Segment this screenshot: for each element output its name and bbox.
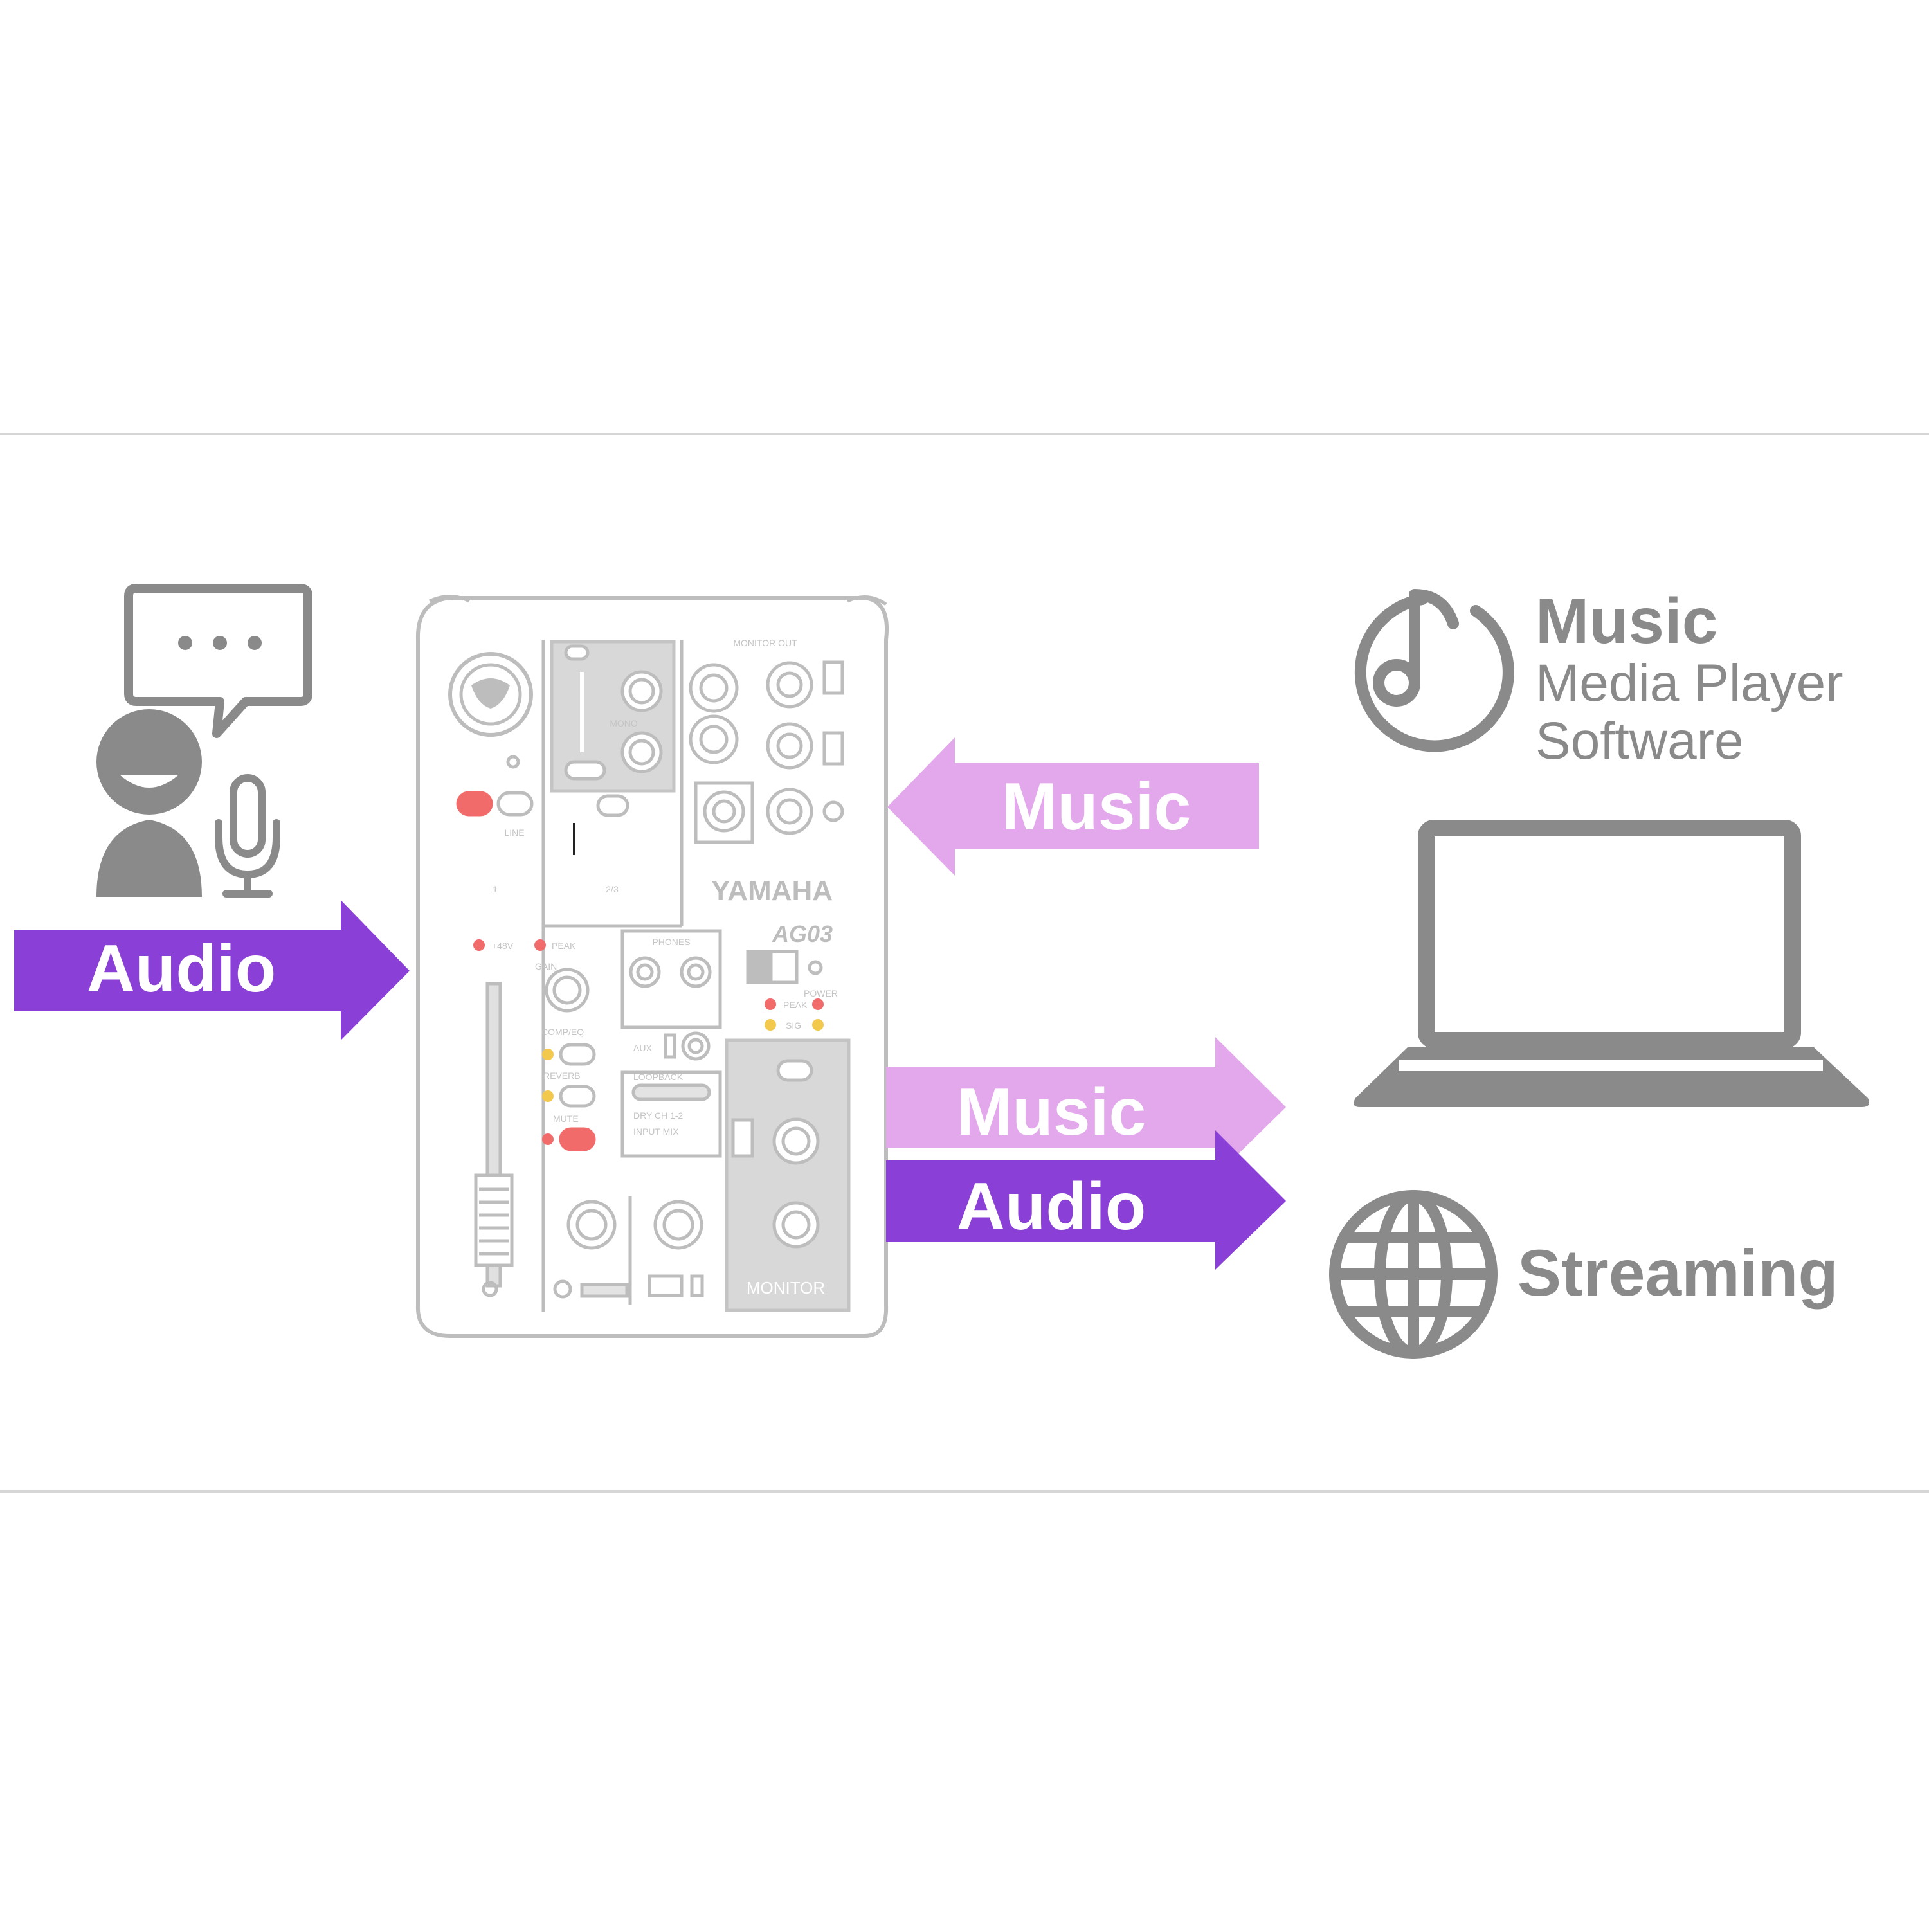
speech-bubble-icon — [124, 584, 312, 738]
power-label: POWER — [804, 988, 838, 998]
ag03-mixer-device: YAMAHA AG03 MONITOR OUT 1 2/3 LINE MONO … — [415, 595, 889, 1338]
music-out-arrow: Music — [886, 1037, 1286, 1177]
line-label: LINE — [504, 827, 524, 838]
monitor-gray-panel — [725, 1038, 851, 1312]
gain-knob — [545, 968, 590, 1013]
phantom-label: +48V — [492, 941, 514, 951]
mixer-brand: YAMAHA — [711, 875, 833, 907]
gain-label: GAIN — [535, 961, 557, 971]
usb-level-knob — [653, 1200, 703, 1250]
dry-ch12-label: DRY CH 1-2 — [633, 1110, 684, 1121]
music-out-label: Music — [957, 1075, 1146, 1150]
laptop-icon — [1354, 820, 1870, 1107]
phones-label: PHONES — [652, 937, 690, 947]
ch1-label: 1 — [493, 884, 498, 894]
monitor-knob-2 — [772, 1201, 820, 1249]
comp-eq-label: COMP/EQ — [541, 1027, 584, 1037]
input-audio-arrow: Audio — [14, 900, 410, 1040]
phones-jack — [703, 790, 745, 833]
streaming-label: Streaming — [1517, 1236, 1838, 1310]
mute-label: MUTE — [553, 1114, 579, 1124]
music-app-subtitle-line1: Media Player — [1535, 654, 1843, 712]
person-body — [96, 820, 202, 897]
microphone-icon — [215, 774, 280, 898]
peak-led — [534, 939, 546, 951]
ch23-level-knob — [566, 1200, 617, 1250]
loopback-label: LOOPBACK — [633, 1072, 684, 1082]
mixer-model: AG03 — [772, 921, 833, 947]
phantom-power-switch — [456, 791, 493, 817]
phantom-led — [473, 939, 485, 951]
music-in-arrow: Music — [887, 737, 1259, 876]
speaker-person-icon — [96, 584, 312, 898]
audio-out-label: Audio — [957, 1169, 1146, 1244]
music-note-icon — [1354, 589, 1514, 752]
monitor-label: MONITOR — [747, 1278, 825, 1297]
music-in-label: Music — [1002, 770, 1191, 844]
ch23-label: 2/3 — [606, 884, 619, 894]
aux-label: AUX — [633, 1043, 652, 1053]
monitor-out-jack-l — [689, 663, 739, 713]
input-mix-label: INPUT MIX — [633, 1126, 679, 1137]
person-head — [96, 709, 202, 815]
combo-jack-icon — [448, 652, 533, 737]
reverb-label: REVERB — [543, 1070, 581, 1081]
channel-fader — [474, 982, 514, 1288]
sig-label: SIG — [786, 1020, 801, 1031]
monitor-out-jack-r — [689, 714, 739, 764]
globe-icon — [1329, 1190, 1498, 1359]
input-audio-label: Audio — [87, 932, 276, 1006]
peak-label-2: PEAK — [783, 1000, 808, 1010]
monitor-knob-1 — [772, 1117, 820, 1165]
music-app-title: Music — [1535, 585, 1717, 657]
mute-button — [559, 1127, 596, 1151]
monitor-out-label: MONITOR OUT — [733, 638, 797, 648]
audio-out-arrow: Audio — [886, 1130, 1286, 1270]
peak-label: PEAK — [552, 941, 576, 951]
mono-label: MONO — [610, 718, 638, 728]
music-app-subtitle-line2: Software — [1535, 712, 1744, 770]
